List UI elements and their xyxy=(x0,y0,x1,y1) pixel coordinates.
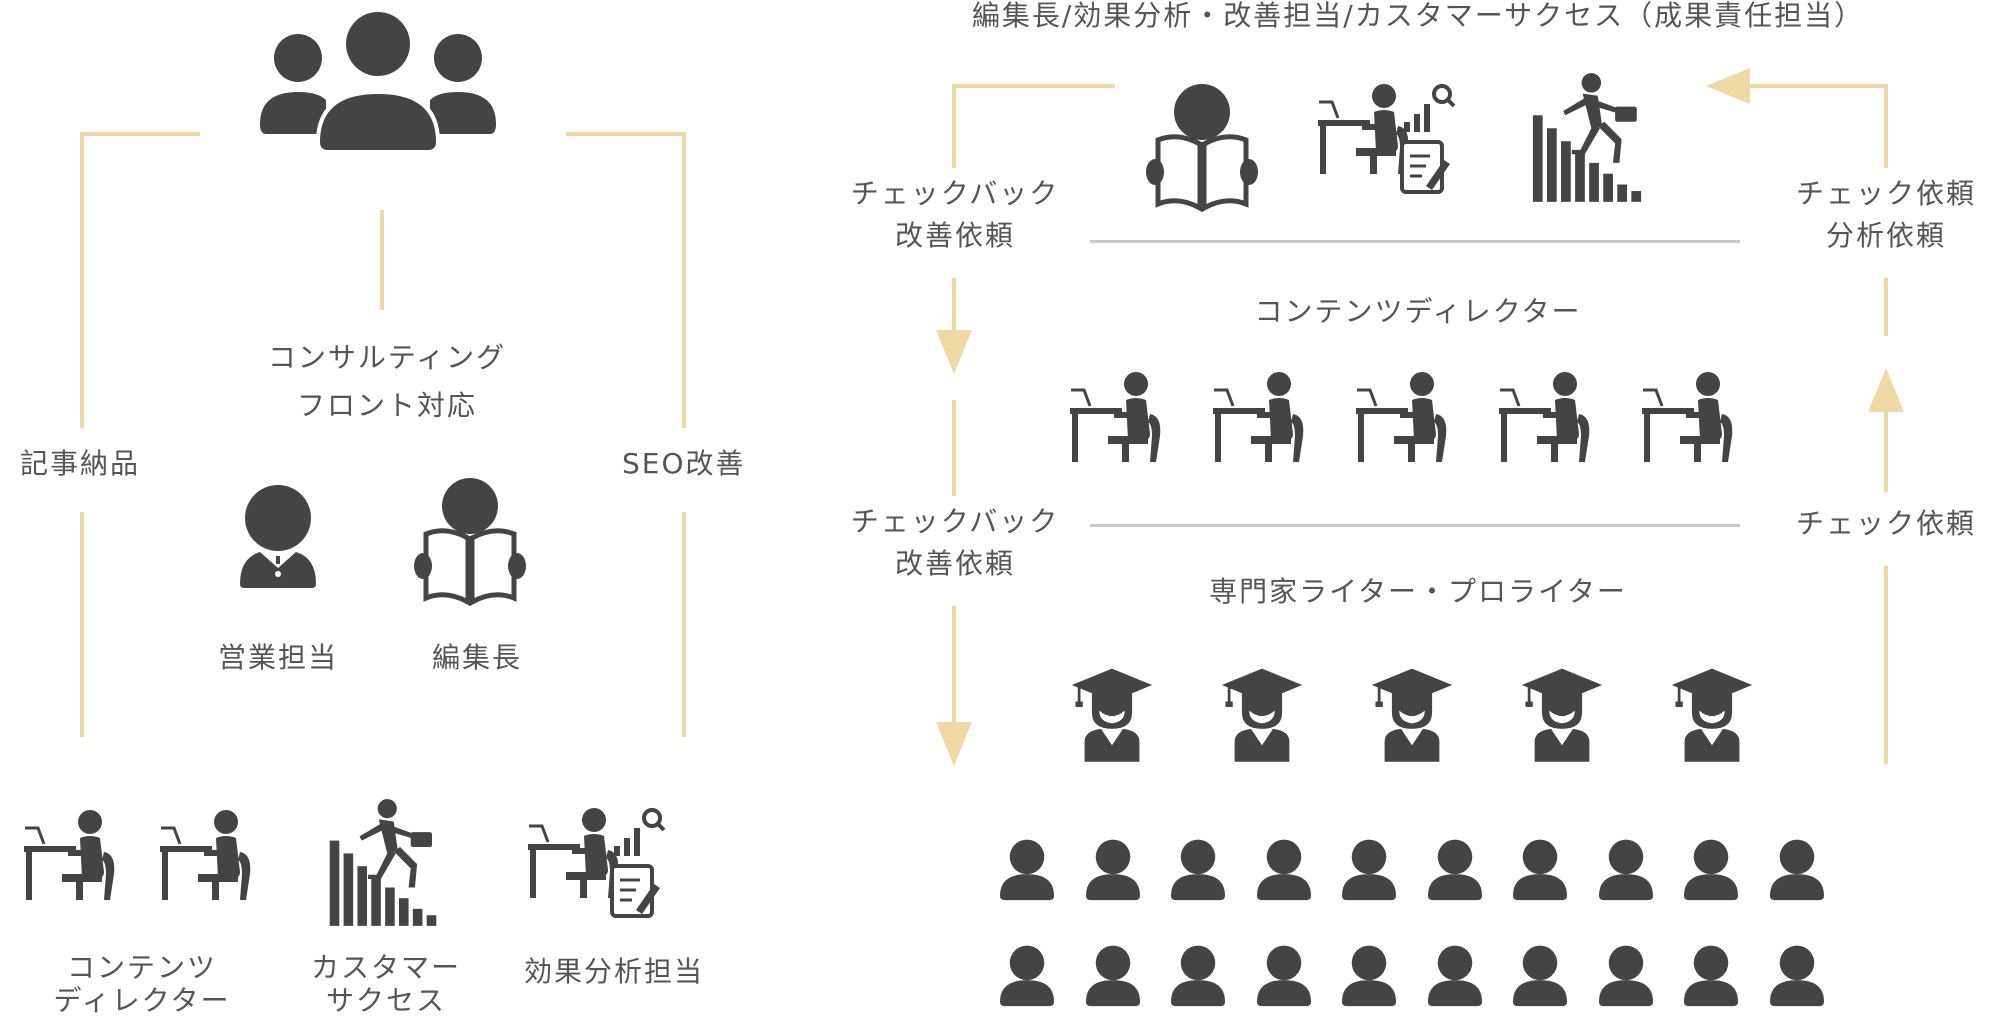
stair-climber-icon xyxy=(329,799,437,926)
expert-writers-row xyxy=(1070,664,1770,774)
user-icon xyxy=(1684,945,1738,1007)
user-icon xyxy=(1427,945,1482,1007)
analyst-icon xyxy=(528,808,668,928)
user-icon xyxy=(1085,945,1140,1007)
reader-icon xyxy=(1148,84,1258,214)
desk-worker-icon xyxy=(1068,370,1162,464)
user-icon xyxy=(1513,945,1567,1007)
arrow-up-icon xyxy=(1868,368,1904,412)
checkback-label-2-line1: チェックバック xyxy=(850,505,1060,538)
analytics-label: 効果分析担当 xyxy=(523,955,705,988)
customer-success-label-line1: カスタマー xyxy=(310,951,462,984)
divider-1 xyxy=(1090,240,1740,243)
connector-left-lower-v xyxy=(80,512,84,737)
user-icon xyxy=(1342,839,1396,901)
flow-top-left-h xyxy=(952,84,1115,88)
top-title: 編集長/効果分析・改善担当/カスタマーサクセス（成果責任担当） xyxy=(971,0,1865,32)
user-icon xyxy=(1769,839,1824,901)
connector-right-lower-v xyxy=(682,512,686,737)
users-grid xyxy=(1000,834,1840,1014)
user-icon xyxy=(1684,839,1738,901)
editor-label: 編集長 xyxy=(431,641,523,674)
flow-left-v4 xyxy=(952,606,956,724)
analyst-icon xyxy=(1318,84,1458,204)
user-icon xyxy=(1171,945,1225,1007)
user-icon xyxy=(1000,945,1054,1007)
content-directors-row xyxy=(1068,370,1770,482)
user-icon xyxy=(1598,945,1653,1007)
user-icon xyxy=(1513,839,1567,901)
customer-success-label-line2: サクセス xyxy=(325,984,447,1017)
user-icon xyxy=(1256,839,1311,901)
sales-label: 営業担当 xyxy=(217,641,339,674)
user-icon xyxy=(1342,945,1396,1007)
desk-worker-icon xyxy=(158,808,252,902)
check-request-label-2: チェック依頼 xyxy=(1795,507,1977,540)
content-directors-label: コンテンツディレクター xyxy=(1254,295,1582,328)
graduate-icon xyxy=(1070,667,1154,764)
content-director-label-line2: ディレクター xyxy=(53,984,231,1017)
salesperson-icon xyxy=(240,485,316,588)
graduate-icon xyxy=(1520,667,1604,764)
user-icon xyxy=(1427,839,1482,901)
divider-2 xyxy=(1090,524,1740,527)
arrow-down-icon xyxy=(936,722,972,766)
connector-right-upper-v xyxy=(682,132,686,428)
desk-worker-icon xyxy=(22,808,116,902)
group-icon xyxy=(258,6,498,154)
graduate-icon xyxy=(1370,667,1454,764)
user-icon xyxy=(1085,839,1140,901)
checkback-label-2-line2: 改善依頼 xyxy=(894,547,1016,580)
user-icon xyxy=(1598,839,1653,901)
connector-center-v xyxy=(380,210,384,310)
connector-left-upper-v xyxy=(80,132,84,428)
writers-label: 専門家ライター・プロライター xyxy=(1209,575,1627,608)
desk-worker-icon xyxy=(1497,370,1591,464)
desk-worker-icon xyxy=(1211,370,1305,464)
consulting-label-line1: コンサルティング xyxy=(267,341,507,374)
arrow-down-icon xyxy=(936,330,972,374)
check-request-label-1-line2: 分析依頼 xyxy=(1825,219,1947,252)
graduate-icon xyxy=(1220,667,1304,764)
connector-right-top-h xyxy=(566,132,686,136)
check-request-label-1-line1: チェック依頼 xyxy=(1795,177,1977,210)
user-icon xyxy=(1769,945,1824,1007)
flow-right-v4 xyxy=(1884,566,1888,764)
user-icon xyxy=(1256,945,1311,1007)
user-icon xyxy=(1000,839,1054,901)
article-delivery-label: 記事納品 xyxy=(20,447,141,480)
stair-climber-icon xyxy=(1532,73,1642,202)
desk-worker-icon xyxy=(1354,370,1448,464)
flow-right-v1 xyxy=(1884,84,1888,168)
user-icon xyxy=(1171,839,1225,901)
consulting-label-line2: フロント対応 xyxy=(296,389,478,422)
desk-worker-icon xyxy=(1640,370,1734,464)
connector-left-top-h xyxy=(80,132,200,136)
content-director-label-line1: コンテンツ xyxy=(66,951,218,984)
arrow-left-icon xyxy=(1706,68,1750,104)
flow-right-v3 xyxy=(1884,412,1888,492)
seo-improvement-label: SEO改善 xyxy=(622,447,746,480)
checkback-label-1-line2: 改善依頼 xyxy=(894,219,1016,252)
flow-top-right-h xyxy=(1748,84,1888,88)
reader-icon xyxy=(416,478,526,608)
flow-right-v2 xyxy=(1884,278,1888,336)
graduate-icon xyxy=(1670,667,1754,764)
checkback-label-1-line1: チェックバック xyxy=(850,177,1060,210)
flow-left-v1 xyxy=(952,84,956,168)
flow-left-v2 xyxy=(952,278,956,332)
flow-left-v3 xyxy=(952,400,956,496)
